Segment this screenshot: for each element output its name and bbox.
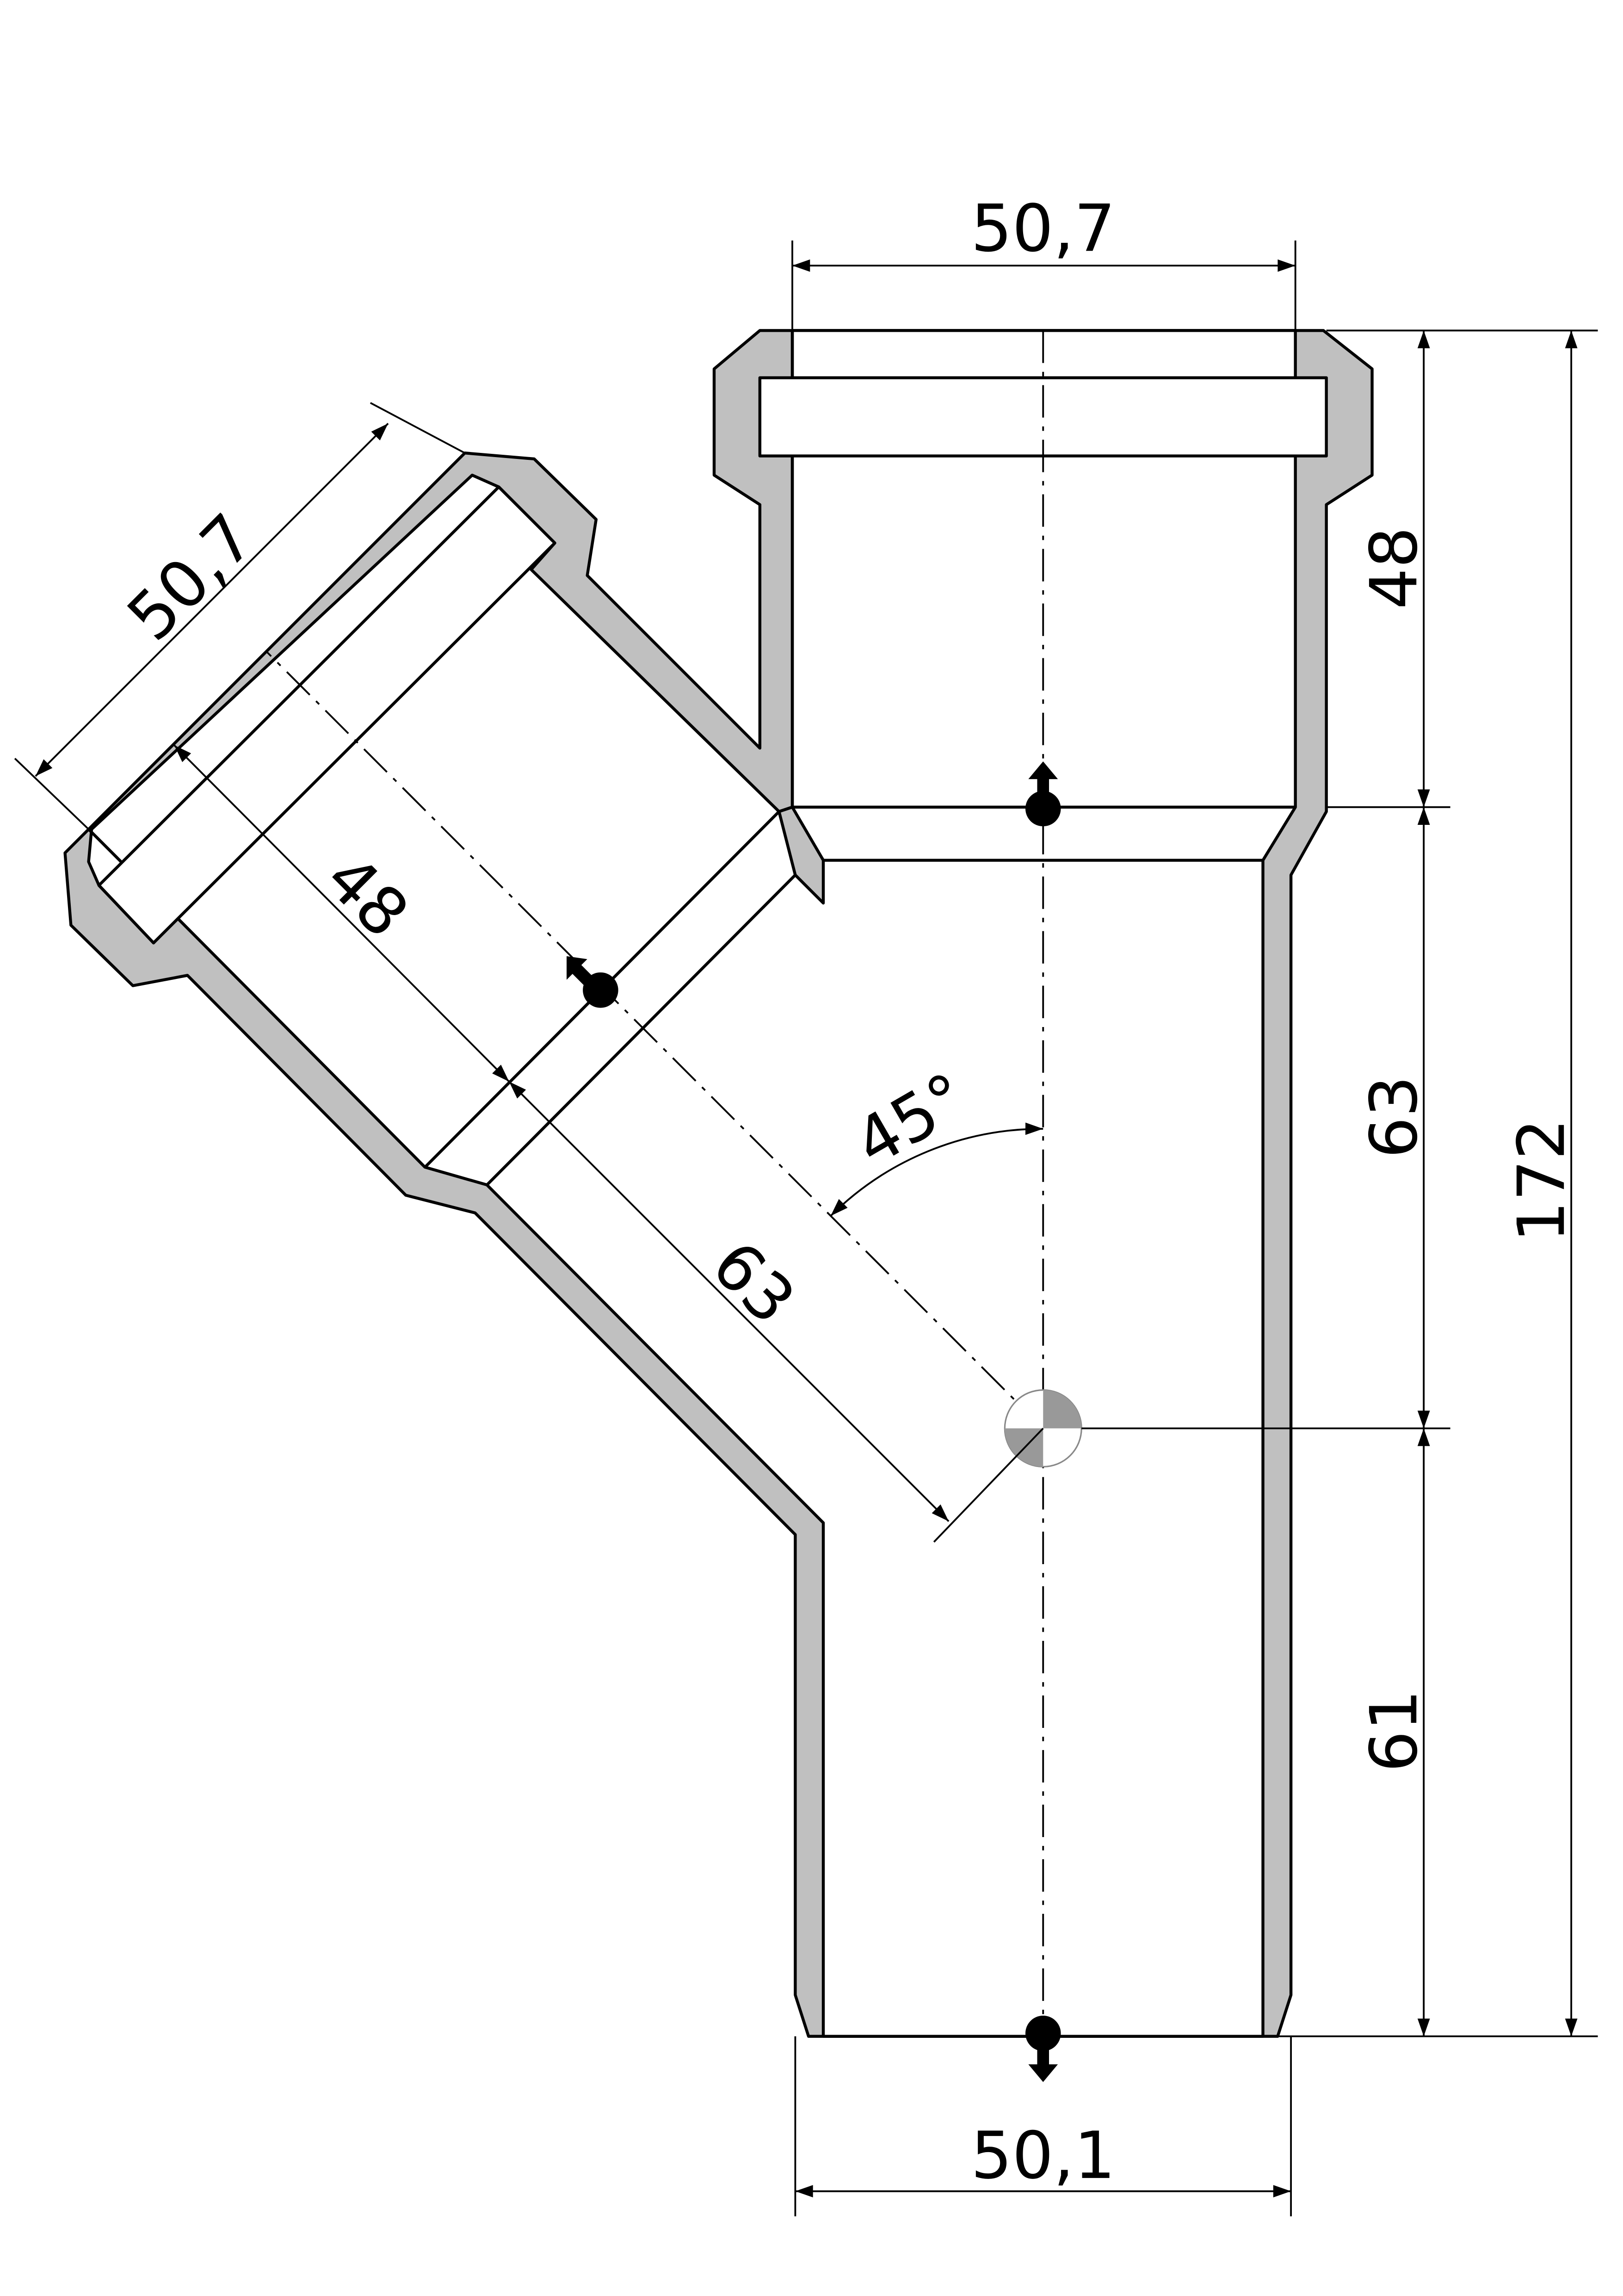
flow-marker-bottom [1025,2015,1061,2082]
dim-text-branch-diameter: 50,7 [113,500,269,656]
dim-text-socket-depth: 48 [1357,527,1432,610]
dim-arc-branch-angle [830,1122,1043,1217]
flow-marker-top [1025,761,1061,827]
dim-text-middle-length: 63 [1357,1076,1432,1158]
dim-line-branch-length [508,1081,950,1522]
flow-marker-branch [567,956,618,1008]
extension-lines [14,240,1598,2216]
dim-text-bottom-diameter: 50,1 [971,2118,1115,2194]
fitting-bore [87,329,1297,2038]
dim-text-lower-length: 61 [1357,1690,1432,1772]
branch-socket-outer-edge [87,828,123,863]
crotch-wall [778,805,825,905]
dim-text-overall-length: 172 [1504,1119,1580,1243]
dim-text-top-diameter: 50,7 [971,191,1115,266]
dim-line-branch-socket-depth [173,744,510,1083]
dim-line-branch-diameter [35,423,389,777]
